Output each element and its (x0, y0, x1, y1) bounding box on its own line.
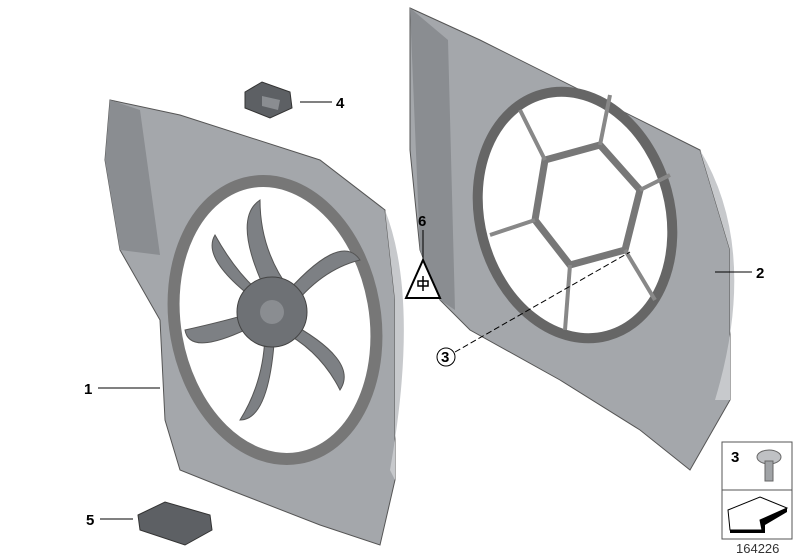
callout-4[interactable]: 4 (336, 95, 345, 112)
callout-3-circle (436, 347, 456, 367)
fan-shroud-1[interactable] (104, 99, 404, 546)
leader-lines (98, 101, 752, 520)
screw-icon (756, 449, 782, 482)
callout-5[interactable]: 5 (86, 512, 94, 529)
callout-2[interactable]: 2 (756, 265, 764, 282)
callout-1[interactable]: 1 (84, 381, 92, 398)
fan-shroud-2[interactable] (409, 7, 735, 471)
diagram-number: 164226 (736, 541, 779, 556)
bracket-5[interactable] (137, 501, 213, 546)
callout-3[interactable]: 3 (441, 349, 449, 366)
callout-6[interactable]: 6 (418, 213, 426, 230)
legend-part-number: 3 (731, 449, 739, 466)
legend-box: 3 (721, 441, 793, 540)
arrow-icon (727, 496, 789, 533)
resistor-module-4[interactable] (244, 81, 293, 119)
warning-label-6[interactable] (404, 257, 442, 299)
